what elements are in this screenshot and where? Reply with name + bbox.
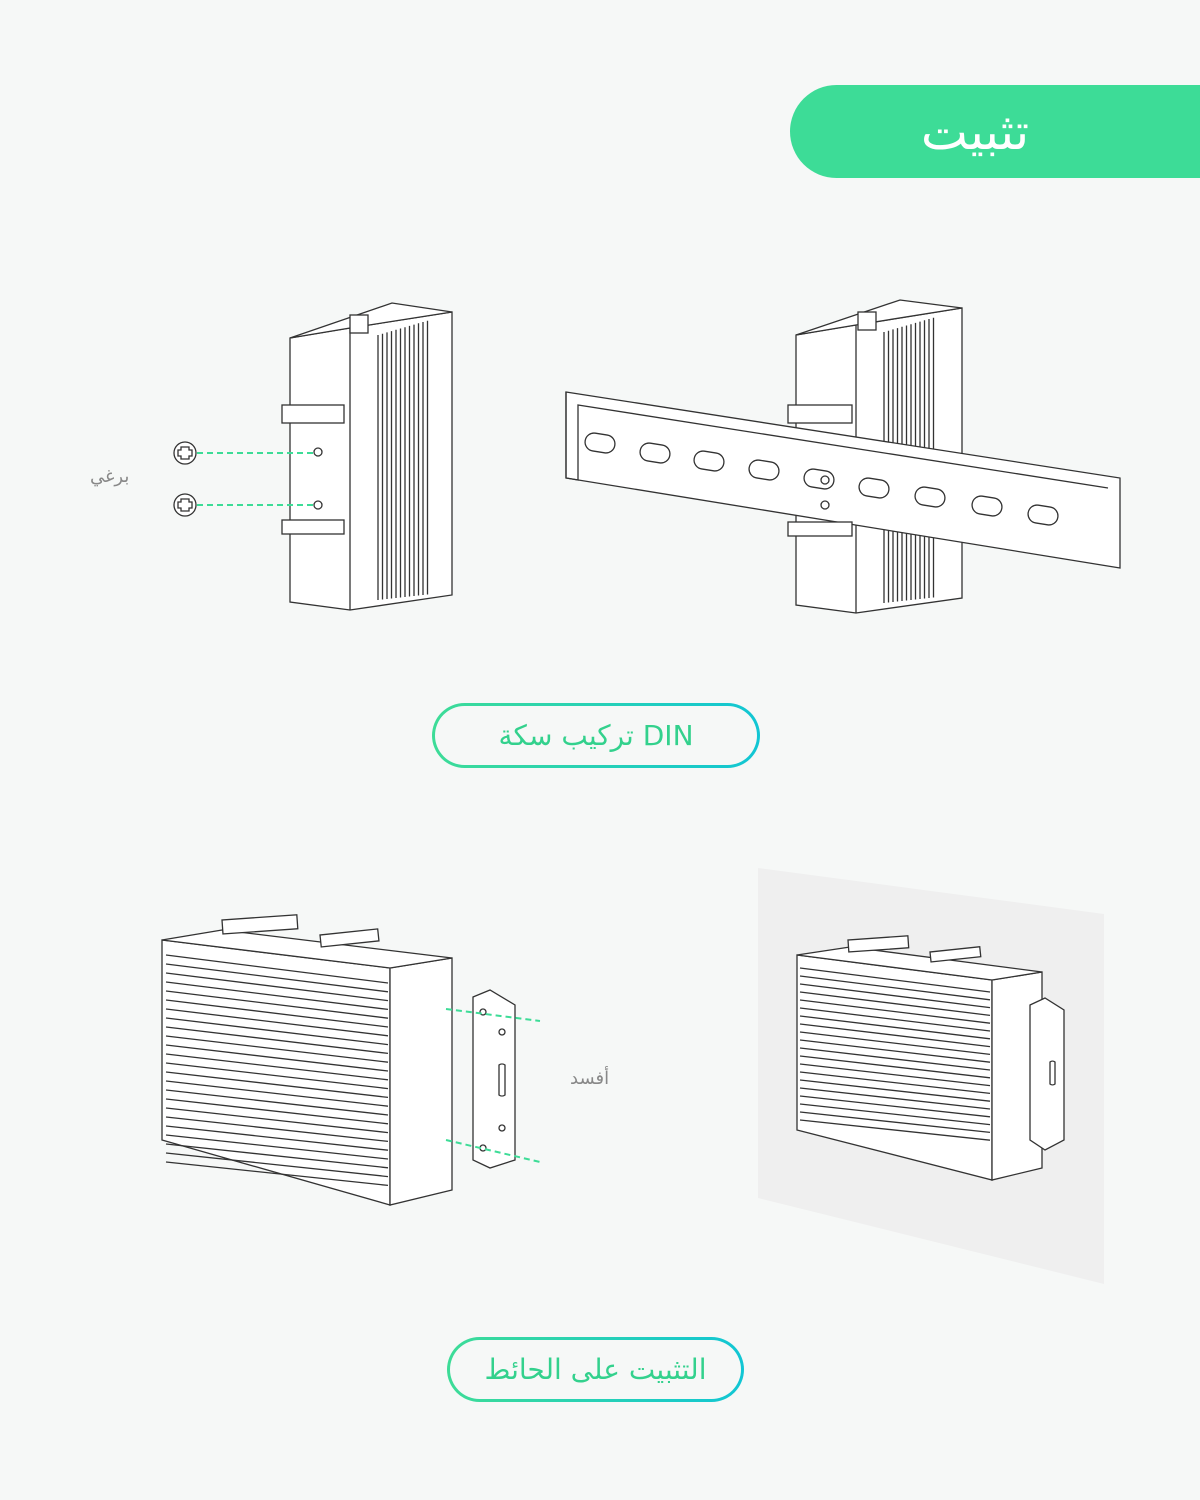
din-rail-mounting-button[interactable]: تركيب سكة DIN <box>432 703 760 768</box>
fin-line <box>165 1152 389 1178</box>
fin-line <box>799 1111 991 1134</box>
fin-line <box>165 1089 389 1116</box>
fin-line <box>165 999 389 1028</box>
din-device-on-rail <box>565 299 1121 614</box>
fin-line <box>165 954 389 984</box>
fin-line <box>799 1119 991 1141</box>
screw-icon <box>173 493 197 517</box>
fin-line <box>799 1007 991 1032</box>
section-title-badge: تثبيت <box>790 85 1200 178</box>
rail-slot <box>803 468 835 490</box>
fin-line <box>165 990 389 1019</box>
fin-line <box>165 1107 389 1134</box>
fin-line <box>799 1071 991 1095</box>
fin-line <box>165 972 389 1002</box>
fin-line <box>165 1044 389 1072</box>
wall-mounting-label: التثبيت على الحائط <box>450 1340 741 1399</box>
fin-line <box>799 1079 991 1102</box>
fin-line <box>799 1031 991 1056</box>
fin-line <box>799 1023 991 1048</box>
rail-slot <box>639 442 671 464</box>
din-rail-mounting-label: تركيب سكة DIN <box>435 706 757 765</box>
fin-line <box>165 1035 389 1063</box>
fin-line <box>799 1047 991 1071</box>
fin-line <box>799 1055 991 1079</box>
section-title: تثبيت <box>920 102 1030 161</box>
fin-line <box>799 1063 991 1087</box>
fin-line <box>165 1071 389 1099</box>
fin-line <box>165 1098 389 1125</box>
rail-slot <box>858 477 890 499</box>
wall-device-mounted <box>796 935 1065 1181</box>
fin-line <box>165 981 389 1011</box>
fin-line <box>799 975 991 1001</box>
fin-line <box>799 1015 991 1040</box>
fin-line <box>799 983 991 1009</box>
fin-line <box>799 999 991 1024</box>
rail-slot <box>1027 504 1059 526</box>
wall-mounting-button[interactable]: التثبيت على الحائط <box>447 1337 744 1402</box>
fin-line <box>165 1125 389 1151</box>
fin-line <box>799 1039 991 1063</box>
fin-line <box>165 1143 389 1169</box>
fin-line <box>165 1161 389 1187</box>
fin-line <box>799 1103 991 1126</box>
fin-line <box>165 1017 389 1046</box>
fin-line <box>799 1095 991 1118</box>
rail-slot <box>914 486 946 508</box>
fin-line <box>165 1080 389 1107</box>
rail-slot <box>971 495 1003 517</box>
fin-line <box>799 991 991 1017</box>
fin-line <box>165 1026 389 1055</box>
fin-line <box>799 1087 991 1110</box>
fin-line <box>165 1053 389 1081</box>
fin-line <box>165 1008 389 1037</box>
screw-icon <box>173 441 197 465</box>
screw-label: برغي <box>90 466 130 487</box>
rail-slot <box>748 459 780 481</box>
rail-slot <box>693 450 725 472</box>
fin-line <box>165 1134 389 1160</box>
din-device-side-view <box>281 302 453 611</box>
rail-slot <box>584 432 616 454</box>
screw-label-wall: أفسد <box>570 1068 610 1089</box>
fin-line <box>165 963 389 993</box>
fin-line <box>799 967 991 993</box>
wall-device-exploded <box>161 914 541 1206</box>
fin-line <box>165 1062 389 1090</box>
fin-line <box>165 1116 389 1143</box>
